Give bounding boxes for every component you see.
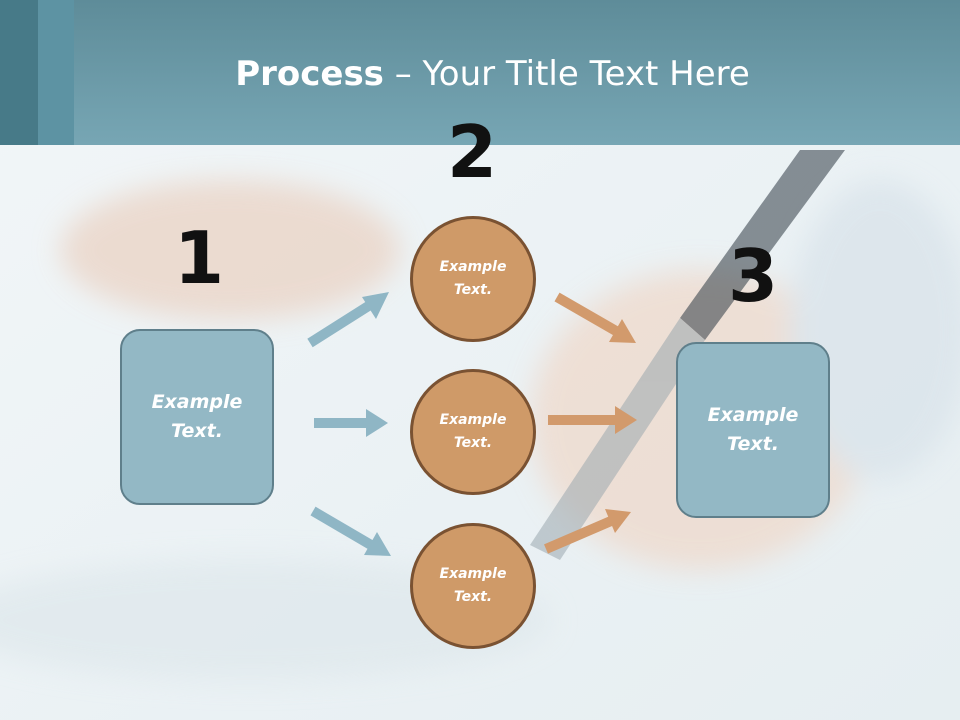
title-bold-part: Process xyxy=(235,54,384,94)
arrow-top-circle-to-right xyxy=(554,292,636,343)
middle-circle-top: Example Text. xyxy=(410,216,536,342)
arrow-to-center-circle xyxy=(314,409,388,437)
left-text-box: Example Text. xyxy=(120,329,274,505)
step-number-1: 1 xyxy=(173,216,225,300)
header-accent-stripe xyxy=(0,0,38,145)
left-box-line1: Example xyxy=(151,391,243,413)
title-rest-part: – Your Title Text Here xyxy=(383,54,750,94)
middle-circle-bottom: Example Text. xyxy=(410,523,536,649)
right-box-text: Example Text. xyxy=(708,401,799,459)
right-box-line2: Text. xyxy=(727,433,779,455)
arrow-to-bottom-circle xyxy=(310,506,391,556)
circle-line2: Text. xyxy=(453,589,493,605)
circle-text: Example Text. xyxy=(440,563,507,609)
arrow-bottom-circle-to-right xyxy=(544,509,631,554)
header-accent-stripe xyxy=(38,0,74,145)
circle-line1: Example xyxy=(439,259,507,275)
circle-line1: Example xyxy=(439,566,507,582)
right-box-line1: Example xyxy=(707,404,799,426)
title-bar xyxy=(0,0,960,145)
slide-title: Process – Your Title Text Here xyxy=(0,52,960,96)
arrow-center-circle-to-right xyxy=(548,406,637,434)
circle-text: Example Text. xyxy=(440,409,507,455)
left-box-text: Example Text. xyxy=(152,388,243,446)
step-number-3: 3 xyxy=(727,234,779,318)
circle-text: Example Text. xyxy=(440,256,507,302)
circle-line2: Text. xyxy=(453,282,493,298)
left-box-line2: Text. xyxy=(171,420,223,442)
circle-line1: Example xyxy=(439,412,507,428)
circle-line2: Text. xyxy=(453,435,493,451)
step-number-2: 2 xyxy=(446,110,498,194)
arrow-to-top-circle xyxy=(307,292,389,348)
right-text-box: Example Text. xyxy=(676,342,830,518)
middle-circle-center: Example Text. xyxy=(410,369,536,495)
